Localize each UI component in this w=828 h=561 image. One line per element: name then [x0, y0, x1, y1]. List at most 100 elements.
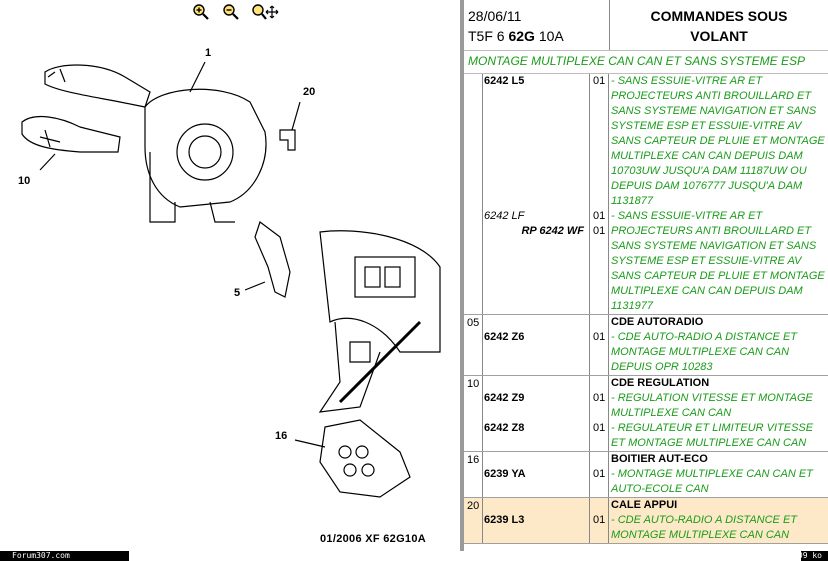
part-description: SANS SYSTEME NAVIGATION ET SANS — [611, 240, 817, 252]
callout-10: 10 — [18, 175, 31, 187]
callout-1: 1 — [205, 47, 212, 59]
table-row[interactable]: PROJECTEURS ANTI BROUILLARD ET — [464, 89, 828, 104]
table-row[interactable]: MONTAGE MULTIPLEXE CAN CAN — [464, 528, 828, 543]
table-row[interactable]: MULTIPLEXE CAN CAN — [464, 406, 828, 421]
part-reference[interactable]: 6242 Z8 — [484, 422, 525, 434]
part-description: SANS CAPTEUR DE PLUIE ET MONTAGE — [611, 270, 825, 282]
part-reference[interactable]: 6239 YA — [484, 468, 526, 480]
page-title: COMMANDES SOUS VOLANT — [650, 8, 788, 44]
part-description: MONTAGE MULTIPLEXE CAN CAN — [611, 346, 790, 358]
diagram-panel: 1 20 10 5 16 01/2006 XF 62G10A — [18, 2, 441, 545]
table-row[interactable]: RP 6242 WF 01 PROJECTEURS ANTI BROUILLARD … — [464, 224, 828, 239]
group-number: 16 — [467, 454, 480, 466]
part-description: DEPUIS DAM 1076777 JUSQU'A DAM — [611, 180, 803, 192]
part-reference[interactable]: 6242 Z9 — [484, 392, 525, 404]
table-row[interactable]: SANS CAPTEUR DE PLUIE ET MONTAGE — [464, 269, 828, 284]
zoom-toolbar — [190, 2, 280, 22]
zoom-out-icon[interactable] — [220, 3, 242, 21]
table-row[interactable]: SANS SYSTEME NAVIGATION ET SANS — [464, 239, 828, 254]
table-row[interactable]: 6242 LF 01 - SANS ESSUIE-VITRE AR ET — [464, 209, 828, 224]
part-description: BOITIER AUT-ECO — [611, 453, 708, 465]
part-description: DEPUIS OPR 10283 — [611, 361, 713, 373]
part-reference[interactable]: 6242 LF — [484, 210, 525, 222]
parts-table: 6242 L5 01 - SANS ESSUIE-VITRE AR ET PROJEC… — [464, 74, 828, 544]
part-quantity: 01 — [593, 75, 606, 87]
table-row[interactable]: MULTIPLEXE CAN CAN DEPUIS DAM — [464, 149, 828, 164]
section-heading: MONTAGE MULTIPLEXE CAN CAN ET SANS SYSTE… — [464, 51, 828, 74]
zoom-in-icon[interactable] — [190, 3, 212, 21]
table-row[interactable]: CDE AUTORADIO — [464, 315, 828, 330]
table-row[interactable]: SANS SYSTEME NAVIGATION ET SANS — [464, 104, 828, 119]
part-quantity: 01 — [593, 225, 606, 237]
part-quantity: 01 — [593, 331, 606, 343]
part-description: PROJECTEURS ANTI BROUILLARD ET — [611, 90, 812, 102]
part-quantity: 01 — [593, 468, 606, 480]
header-meta: 28/06/11 T5F 6 62G 10A — [468, 6, 564, 46]
part-description: CDE REGULATION — [611, 377, 710, 389]
header-model: T5F 6 62G 10A — [468, 28, 564, 44]
table-row[interactable]: AUTO-ECOLE CAN — [464, 482, 828, 497]
zoom-move-icon[interactable] — [250, 3, 280, 21]
table-row[interactable]: CDE REGULATION — [464, 376, 828, 391]
table-row[interactable]: DEPUIS OPR 10283 — [464, 360, 828, 375]
table-row[interactable]: 10703UW JUSQU'A DAM 11187UW OU — [464, 164, 828, 179]
part-description: SANS SYSTEME NAVIGATION ET SANS — [611, 105, 817, 117]
parts-list-panel: 28/06/11 T5F 6 62G 10A COMMANDES SOUS VO… — [464, 0, 828, 551]
parts-diagram — [21, 61, 441, 498]
part-reference[interactable]: 6242 Z6 — [484, 331, 525, 343]
table-row[interactable]: SYSTEME ESP ET ESSUIE-VITRE AV — [464, 254, 828, 269]
table-row[interactable]: MONTAGE MULTIPLEXE CAN CAN — [464, 345, 828, 360]
part-description: - REGULATION VITESSE ET MONTAGE — [611, 392, 813, 404]
part-description: - SANS ESSUIE-VITRE AR ET — [611, 210, 763, 222]
part-description: - REGULATEUR ET LIMITEUR VITESSE — [611, 422, 814, 434]
table-row[interactable]: ET MONTAGE MULTIPLEXE CAN CAN — [464, 436, 828, 451]
part-quantity: 01 — [593, 210, 606, 222]
part-description: SANS CAPTEUR DE PLUIE ET MONTAGE — [611, 135, 825, 147]
callout-5: 5 — [234, 287, 241, 299]
part-description: 10703UW JUSQU'A DAM 11187UW OU — [611, 165, 807, 177]
part-description: 1131877 — [611, 195, 654, 207]
table-row[interactable]: 1131877 — [464, 194, 828, 209]
part-description: MULTIPLEXE CAN CAN DEPUIS DAM — [611, 285, 803, 297]
part-group[interactable]: 16 BOITIER AUT-ECO 6239 YA 01 - MONTAGE MULT… — [464, 452, 828, 498]
part-reference[interactable]: 6242 L5 — [484, 75, 525, 87]
part-description: PROJECTEURS ANTI BROUILLARD ET — [611, 225, 812, 237]
part-description: ET MONTAGE MULTIPLEXE CAN CAN — [611, 437, 807, 449]
group-number: 20 — [467, 500, 480, 512]
part-reference[interactable]: RP 6242 WF — [521, 225, 584, 237]
part-reference[interactable]: 6239 L3 — [484, 514, 525, 526]
table-row[interactable]: 6239 YA 01 - MONTAGE MULTIPLEXE CAN CAN ET — [464, 467, 828, 482]
part-group[interactable]: 6242 L5 01 - SANS ESSUIE-VITRE AR ET PROJEC… — [464, 74, 828, 315]
parts-header: 28/06/11 T5F 6 62G 10A COMMANDES SOUS VO… — [464, 0, 828, 51]
table-row[interactable]: CALE APPUI — [464, 498, 828, 513]
part-description: CDE AUTORADIO — [611, 316, 704, 328]
callout-20: 20 — [303, 86, 316, 98]
part-quantity: 01 — [593, 422, 606, 434]
table-row[interactable]: DEPUIS DAM 1076777 JUSQU'A DAM — [464, 179, 828, 194]
table-row[interactable]: SANS CAPTEUR DE PLUIE ET MONTAGE — [464, 134, 828, 149]
group-number: 10 — [467, 378, 480, 390]
table-row[interactable]: 1131977 — [464, 299, 828, 314]
part-description: - MONTAGE MULTIPLEXE CAN CAN ET — [611, 468, 813, 480]
part-description: AUTO-ECOLE CAN — [611, 483, 709, 495]
status-bar: Forum307.com 109 ko — [0, 551, 828, 561]
part-description: CALE APPUI — [611, 499, 678, 511]
table-row[interactable]: 6242 Z8 01 - REGULATEUR ET LIMITEUR VITESS… — [464, 421, 828, 436]
part-description: MULTIPLEXE CAN CAN DEPUIS DAM — [611, 150, 803, 162]
panel-divider[interactable] — [460, 0, 464, 551]
part-description: MULTIPLEXE CAN CAN — [611, 407, 732, 419]
part-description: - CDE AUTO-RADIO A DISTANCE ET — [611, 514, 797, 526]
table-row[interactable]: MULTIPLEXE CAN CAN DEPUIS DAM — [464, 284, 828, 299]
status-site: Forum307.com — [12, 551, 70, 560]
table-row[interactable]: SYSTEME ESP ET ESSUIE-VITRE AV — [464, 119, 828, 134]
table-row[interactable]: BOITIER AUT-ECO — [464, 452, 828, 467]
part-description: 1131977 — [611, 300, 654, 312]
status-size: 109 ko — [793, 551, 822, 560]
